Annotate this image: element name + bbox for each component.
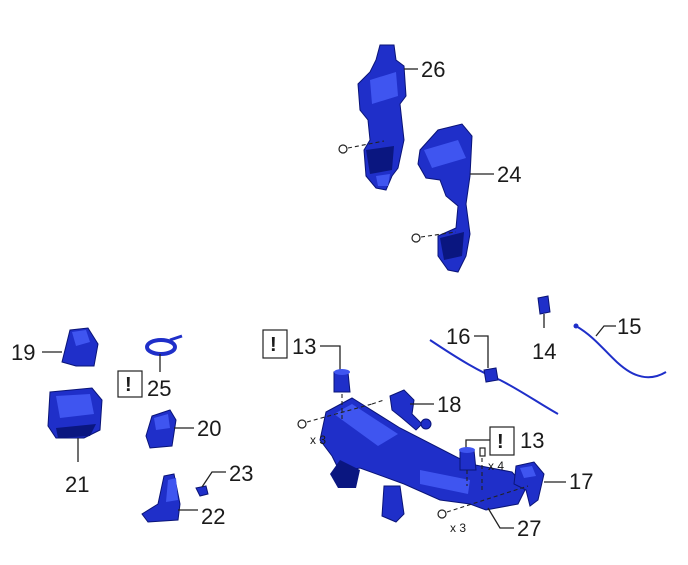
part-19 bbox=[61, 327, 99, 367]
screw-left bbox=[297, 399, 385, 429]
svg-text:!: ! bbox=[270, 334, 277, 356]
part-16-cable bbox=[429, 339, 559, 415]
qty-left: x 3 bbox=[310, 433, 326, 447]
part-15-wire bbox=[573, 323, 667, 379]
callout-22: 22 bbox=[201, 504, 225, 529]
svg-text:!: ! bbox=[497, 431, 504, 453]
callout-23: 23 bbox=[229, 461, 253, 486]
part-20 bbox=[145, 409, 177, 449]
callout-15: 15 bbox=[617, 314, 641, 339]
callout-19: 19 bbox=[11, 340, 35, 365]
part-24-bracket bbox=[417, 123, 473, 273]
part-21 bbox=[47, 387, 103, 439]
qty-right: x 3 bbox=[450, 521, 466, 535]
callout-24: 24 bbox=[497, 162, 521, 187]
part-14 bbox=[537, 295, 551, 315]
callout-18: 18 bbox=[437, 392, 461, 417]
callout-16: 16 bbox=[446, 324, 470, 349]
warning-box-13b: ! bbox=[489, 426, 515, 456]
callout-17: 17 bbox=[569, 469, 593, 494]
qty-bolt: x 4 bbox=[488, 459, 504, 473]
callout-14: 14 bbox=[532, 339, 556, 364]
callout-25: 25 bbox=[147, 376, 171, 401]
callout-13-top: 13 bbox=[292, 334, 316, 359]
bolt-26 bbox=[338, 140, 385, 154]
part-27-beam bbox=[319, 397, 527, 523]
part-23 bbox=[195, 485, 209, 497]
warning-box-13a: ! bbox=[262, 329, 288, 359]
screw-right bbox=[437, 485, 529, 519]
callout-13-bottom: 13 bbox=[520, 428, 544, 453]
callout-26: 26 bbox=[421, 57, 445, 82]
callout-21: 21 bbox=[65, 472, 89, 497]
part-22 bbox=[141, 473, 181, 523]
part-25-ring bbox=[145, 334, 183, 356]
callout-20: 20 bbox=[197, 416, 221, 441]
warning-box-25: ! bbox=[117, 370, 143, 398]
part-17 bbox=[513, 461, 545, 507]
svg-text:!: ! bbox=[125, 374, 132, 396]
callout-27: 27 bbox=[517, 516, 541, 541]
bolt-24 bbox=[411, 231, 457, 243]
bolt-x4 bbox=[479, 447, 486, 490]
part-13-top bbox=[333, 369, 351, 393]
part-26-bracket bbox=[357, 44, 407, 191]
part-18 bbox=[389, 389, 432, 431]
part-13-bottom bbox=[459, 447, 477, 471]
